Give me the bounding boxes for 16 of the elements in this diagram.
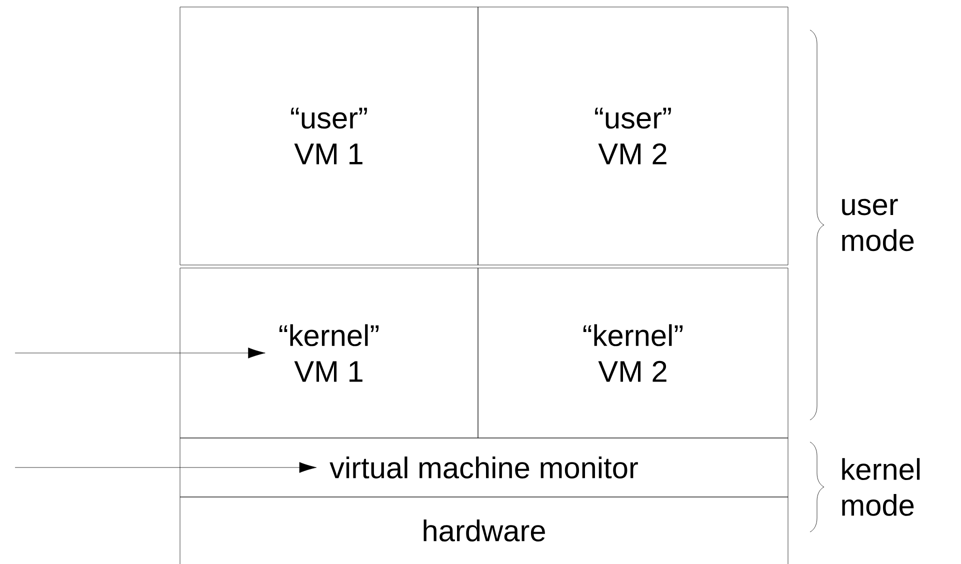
arrow (14, 348, 266, 358)
node-text: virtual machine monitor (330, 456, 638, 478)
layer-box: “kernel” VM 1 (180, 268, 478, 438)
node-text: “user” VM 1 (291, 108, 367, 164)
node-text: “kernel” VM 2 (583, 324, 683, 382)
arrow (14, 462, 317, 473)
layer-box: “user” VM 1 (180, 6, 478, 266)
layer-box: virtual machine monitor (180, 438, 788, 498)
layer-box: hardware (180, 496, 788, 564)
mode-label: user mode (842, 198, 914, 252)
node-text: “kernel” VM 1 (279, 324, 379, 382)
node-text: hardware (424, 520, 545, 542)
layer-box: “kernel” VM 2 (478, 268, 788, 438)
mode-label: kernel mode (842, 458, 920, 516)
node-text: “user” VM 2 (595, 108, 671, 164)
layer-box: “user” VM 2 (478, 6, 788, 266)
